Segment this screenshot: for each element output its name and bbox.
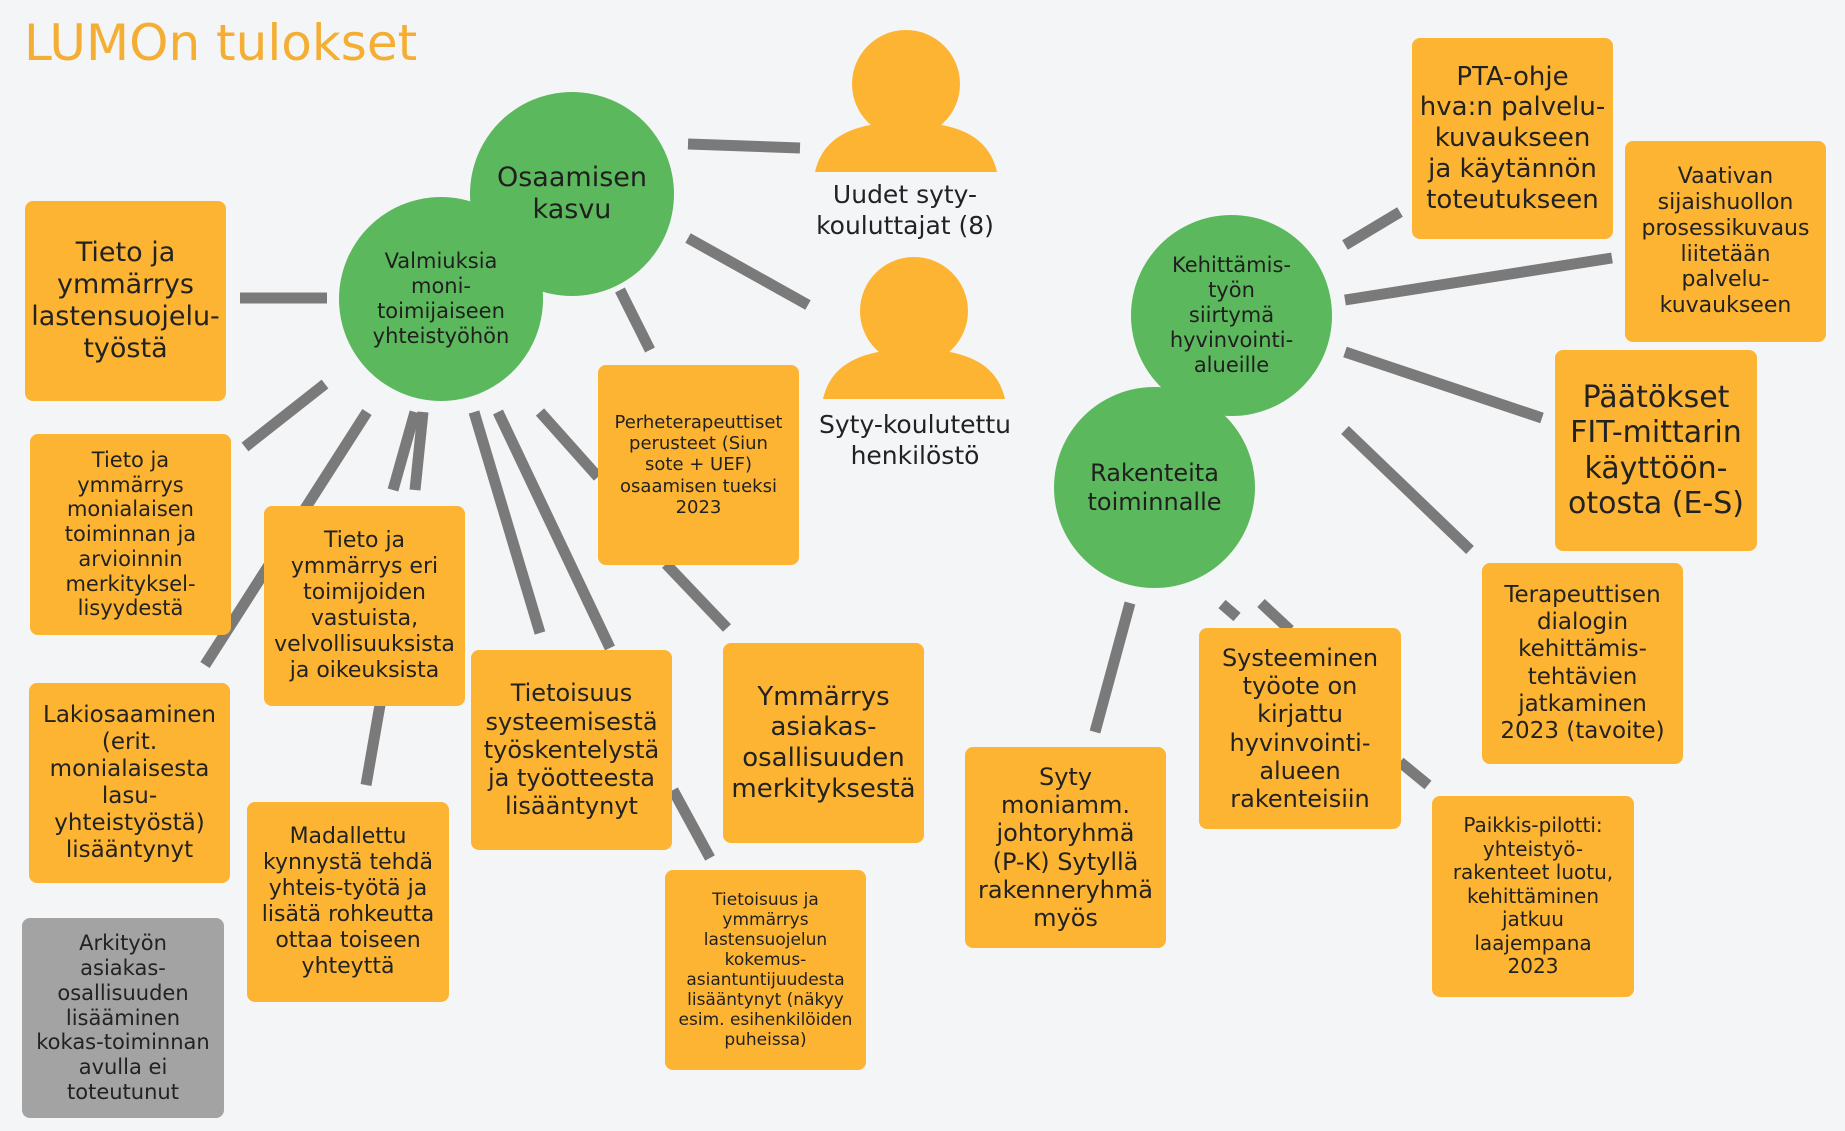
connector-line — [241, 379, 329, 452]
connector-line — [1396, 757, 1432, 790]
connector-line — [535, 408, 603, 481]
box-tieto-eri-toimijoiden: Tieto ja ymmärrys eri toimijoiden vastui… — [264, 506, 465, 706]
person-label-kouluttajat: Uudet syty- kouluttajat (8) — [816, 180, 994, 240]
connector-line — [668, 787, 715, 861]
connector-line — [662, 560, 731, 632]
box-systeeminen-tyoote: Systeeminen työote on kirjattu hyvinvoin… — [1199, 628, 1401, 829]
person-icon — [815, 30, 997, 172]
box-pta-ohje: PTA-ohje hva:n palvelu- kuvaukseen ja kä… — [1412, 38, 1613, 239]
connector-line — [1257, 598, 1294, 635]
connector-line — [409, 411, 429, 491]
connector-line — [493, 409, 615, 651]
box-paatokset-fit: Päätökset FIT-mittarin käyttöön- otosta … — [1555, 350, 1757, 551]
connector-line — [1344, 252, 1613, 306]
connector-line — [1342, 207, 1403, 250]
box-tietoisuus-systeemisesta: Tietoisuus systeemisestä työskentelystä … — [471, 650, 672, 850]
box-terapeuttisen: Terapeuttisen dialogin kehittämis- tehtä… — [1482, 563, 1683, 764]
connector-line — [1218, 599, 1241, 622]
connector-line — [387, 410, 421, 492]
box-paikkis: Paikkis-pilotti: yhteistyö- rakenteet lu… — [1432, 796, 1634, 997]
page-title: LUMOn tulokset — [24, 14, 418, 72]
circle-rakenteita: Rakenteita toiminnalle — [1054, 387, 1255, 588]
box-tietoisuus-kokemus: Tietoisuus ja ymmärrys lastensuojelun ko… — [665, 870, 866, 1070]
circle-osaamisen-kasvu: Osaamisen kasvu — [470, 92, 674, 296]
connector-line — [360, 704, 386, 786]
box-ymmarrys-asiakas: Ymmärrys asiakas- osallisuuden merkityks… — [723, 643, 924, 843]
connector-line — [1343, 346, 1544, 424]
box-perheterapeuttiset: Perheterapeuttiset perusteet (Siun sote … — [598, 365, 799, 565]
box-tieto-lastensuojelu: Tieto ja ymmärrys lastensuojelu- työstä — [25, 201, 226, 401]
connector-line — [468, 410, 546, 635]
connector-line — [1341, 426, 1474, 554]
box-vaativan: Vaativan sijaishuollon prosessikuvaus li… — [1625, 141, 1826, 342]
connector-line — [687, 138, 801, 154]
circle-kehittamistyon: Kehittämis- työn siirtymä hyvinvointi- a… — [1131, 215, 1332, 416]
person-icon — [823, 257, 1005, 399]
box-tieto-monialaisen: Tieto ja ymmärrys monialaisen toiminnan … — [30, 434, 231, 635]
circle-valmiuksia: Valmiuksia moni- toimijaiseen yhteistyöh… — [339, 197, 543, 401]
person-label-koulutettu: Syty-koulutettu henkilöstö — [819, 410, 1011, 470]
connector-line — [685, 233, 811, 310]
box-syty-moniamm: Syty moniamm. johtoryhmä (P-K) Sytyllä r… — [965, 747, 1166, 948]
box-madallettu: Madallettu kynnystä tehdä yhteis-työtä j… — [247, 802, 449, 1002]
connector-line — [615, 287, 655, 353]
box-arkityon: Arkityön asiakas- osallisuuden lisäämine… — [22, 918, 224, 1118]
box-lakiosaaminen: Lakiosaaminen (erit. monialaisesta lasu-… — [29, 683, 230, 883]
connector-line — [1089, 601, 1136, 734]
